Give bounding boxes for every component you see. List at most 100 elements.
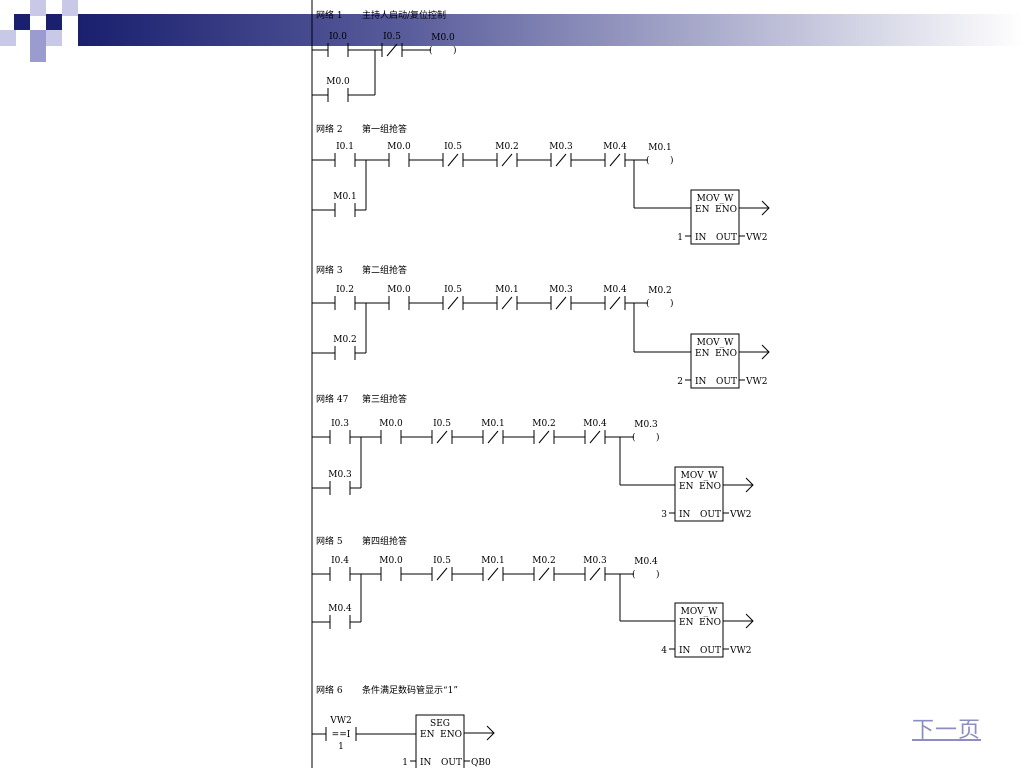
block-name: MOV_W	[681, 471, 718, 481]
contact-nc-slash	[386, 43, 398, 57]
contact-label: M0.4	[583, 419, 607, 429]
coil-label: M0.3	[634, 420, 658, 430]
coil-paren-left: (	[646, 155, 650, 166]
contact-label: M0.2	[333, 335, 357, 345]
coil-label: M0.1	[648, 143, 672, 153]
contact-label: M0.2	[495, 142, 519, 152]
output-coil: ()M0.3	[632, 420, 660, 443]
coil-paren-right: )	[670, 155, 674, 166]
contact-label: I0.2	[336, 285, 354, 295]
contact-m0-1: M0.1	[477, 419, 509, 444]
contact-nc-slash	[589, 430, 601, 444]
contact-m0-4: M0.4	[599, 285, 631, 310]
contact-m0-2: M0.2	[528, 419, 560, 444]
coil-paren-right: )	[453, 45, 457, 56]
contact-label: I0.1	[336, 142, 354, 152]
network-desc: 条件满足数码管显示“1”	[362, 684, 458, 696]
next-page-link[interactable]: 下一页	[912, 718, 982, 743]
contact-nc-slash	[589, 567, 601, 581]
contact-nc-slash	[436, 430, 448, 444]
block-out: OUT	[716, 233, 737, 243]
block-name: MOV_W	[681, 607, 718, 617]
contact-label: I0.5	[444, 142, 462, 152]
block-name: SEG	[430, 719, 450, 729]
contact-m0-4: M0.4	[599, 142, 631, 167]
block-out-value: VW2	[729, 510, 751, 520]
block-en: EN	[420, 730, 435, 740]
contact-label: M0.4	[603, 285, 627, 295]
contact-m0-2: M0.2	[528, 556, 560, 581]
network-title: 网络 5	[316, 535, 343, 547]
contact-label: M0.1	[333, 192, 357, 202]
block-in: IN	[679, 510, 691, 520]
block-in: IN	[695, 377, 707, 387]
contact-i0-5: I0.5	[437, 285, 469, 310]
block-eno: ENO	[699, 618, 721, 628]
output-coil: ()M0.4	[632, 557, 660, 580]
contact-label: I0.4	[331, 556, 349, 566]
contact-label: M0.0	[326, 77, 350, 87]
coil-paren-right: )	[656, 432, 660, 443]
output-coil: () M0.0	[429, 33, 457, 56]
contact-i0-5: I0.5	[437, 142, 469, 167]
block-in: IN	[679, 646, 691, 656]
compare-operand: VW2	[329, 716, 351, 726]
network-title: 网络 1	[316, 9, 343, 21]
contact-label: M0.2	[532, 556, 556, 566]
coil-label: M0.0	[431, 33, 455, 43]
block-eno: ENO	[699, 482, 721, 492]
block-en: EN	[695, 349, 710, 359]
block-out-value: QB0	[471, 758, 491, 768]
contact-m0-3: M0.3	[545, 285, 577, 310]
contact-m0-0: M0.0	[383, 285, 415, 310]
block-name: MOV_W	[697, 194, 734, 204]
contact-nc-slash	[538, 430, 550, 444]
contact-label: M0.4	[328, 604, 352, 614]
block-box	[415, 714, 465, 768]
contact-label: I0.3	[331, 419, 349, 429]
contact-i0-5: I0.5	[426, 419, 458, 444]
contact-label: M0.3	[328, 470, 352, 480]
block-in: IN	[420, 758, 432, 768]
contact-i0-5: I0.5	[376, 32, 408, 57]
block-eno: ENO	[715, 205, 737, 215]
coil-paren-left: (	[429, 45, 433, 56]
contact-label: M0.1	[481, 556, 505, 566]
contact-i0-0: I0.0	[322, 32, 354, 57]
contact-label: M0.1	[481, 419, 505, 429]
contact-m0-0: M0.0	[375, 419, 407, 444]
block-out: OUT	[716, 377, 737, 387]
contact-nc-slash	[501, 153, 513, 167]
contact-label: I0.5	[444, 285, 462, 295]
contact-label: M0.0	[387, 285, 411, 295]
contact-hold: M0.4	[324, 604, 356, 629]
contact-label: M0.4	[603, 142, 627, 152]
network-desc: 第三组抢答	[362, 393, 407, 405]
contact-hold: M0.2	[329, 335, 361, 360]
contact-m0-0: M0.0	[383, 142, 415, 167]
block-box	[690, 333, 740, 389]
network-desc: 第四组抢答	[362, 535, 407, 547]
contact-nc-slash	[609, 296, 621, 310]
block-out-value: VW2	[745, 377, 767, 387]
block-out: OUT	[441, 758, 462, 768]
block-box	[690, 189, 740, 245]
block-en: EN	[695, 205, 710, 215]
contact-label: I0.5	[433, 419, 451, 429]
network-title: 网络 3	[316, 264, 343, 276]
contact-label: M0.3	[583, 556, 607, 566]
block-out-value: VW2	[729, 646, 751, 656]
compare-value: 1	[338, 742, 344, 752]
contact-label: I0.0	[329, 32, 347, 42]
coil-paren-right: )	[670, 298, 674, 309]
coil-label: M0.4	[634, 557, 658, 567]
contact-label: M0.0	[379, 556, 403, 566]
coil-paren-left: (	[632, 569, 636, 580]
block-in-value: 1	[402, 758, 408, 768]
contact-nc-slash	[555, 296, 567, 310]
